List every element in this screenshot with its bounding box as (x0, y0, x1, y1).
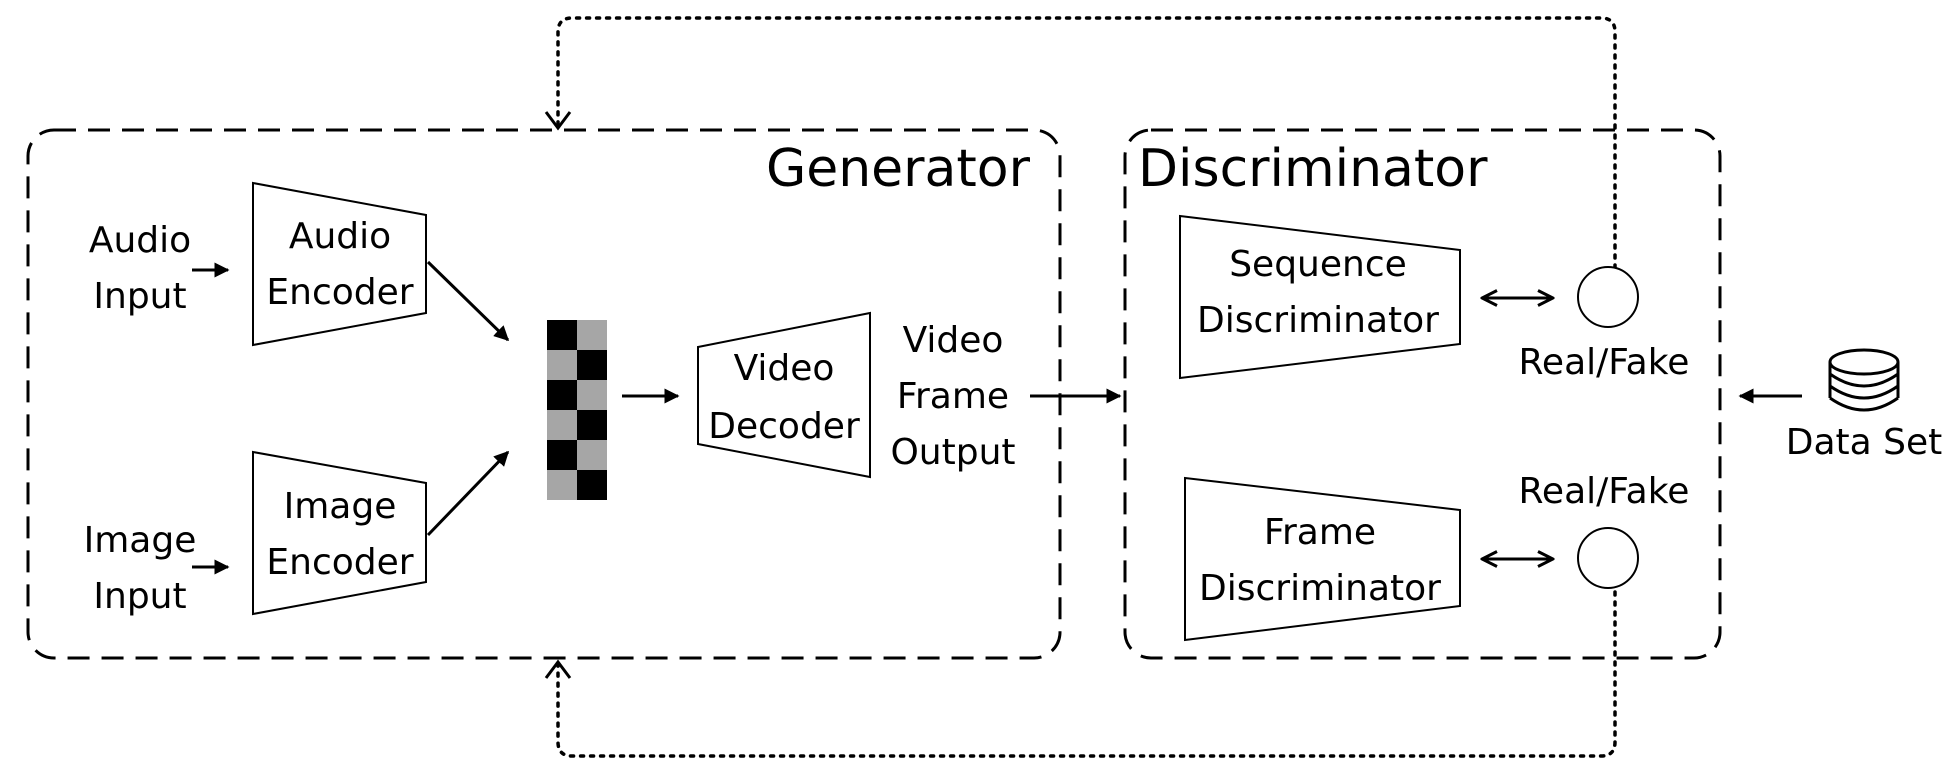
audio-input-label-line1: Audio (89, 220, 191, 261)
feedback-arrow-bottom (544, 659, 572, 679)
database-icon (1828, 348, 1900, 412)
feedback-arrow-top (544, 111, 572, 131)
sequence-discriminator-label-line1: Sequence (1229, 244, 1407, 285)
discriminator-title: Discriminator (1138, 139, 1488, 199)
real-fake-label-bottom: Real/Fake (1519, 471, 1690, 512)
frame-discriminator-block (1184, 476, 1461, 642)
generator-title: Generator (766, 139, 1031, 199)
image-encoder-to-latent-arrow (426, 450, 510, 537)
sequence-output-node (1577, 266, 1639, 328)
feedback-loop-top (556, 16, 1617, 270)
data-set-label: Data Set (1786, 422, 1943, 463)
video-output-label-line3: Output (890, 432, 1015, 473)
video-decoder-label-line2: Decoder (708, 406, 860, 447)
real-fake-label-top: Real/Fake (1519, 342, 1690, 383)
audio-encoder-label-line2: Encoder (266, 272, 413, 313)
sequence-discriminator-block (1179, 214, 1461, 380)
sequence-discriminator-label-line2: Discriminator (1197, 300, 1439, 341)
generator-panel (26, 128, 1062, 660)
image-encoder-label-line1: Image (284, 486, 397, 527)
image-encoder-block (252, 450, 427, 616)
video-output-label-line1: Video (903, 320, 1004, 361)
video-decoder-label-line1: Video (734, 348, 835, 389)
audio-encoder-block (252, 181, 427, 347)
frame-discriminator-label-line2: Discriminator (1199, 568, 1441, 609)
frame-discriminator-label-line1: Frame (1264, 512, 1376, 553)
video-decoder-block (697, 311, 871, 479)
audio-input-label-line2: Input (93, 276, 186, 317)
frame-output-node (1577, 527, 1639, 589)
image-encoder-label-line2: Encoder (266, 542, 413, 583)
audio-encoder-to-latent-arrow (426, 260, 510, 342)
audio-encoder-label-line1: Audio (289, 216, 391, 257)
discriminator-panel (1123, 128, 1722, 660)
latent-code-grid (547, 320, 607, 500)
feedback-loop-bottom (556, 590, 1617, 758)
video-output-label-line2: Frame (897, 376, 1009, 417)
image-input-label-line1: Image (84, 520, 197, 561)
image-input-label-line2: Input (93, 576, 186, 617)
